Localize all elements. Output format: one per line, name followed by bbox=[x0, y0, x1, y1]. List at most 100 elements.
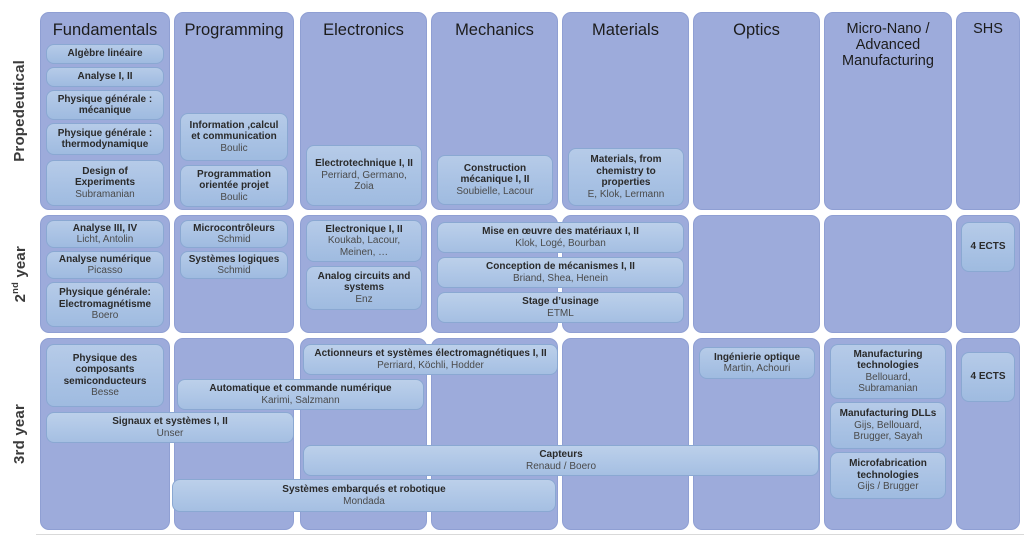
course-box[interactable]: Actionneurs et systèmes électromagnétiqu… bbox=[303, 344, 558, 375]
course-staff: Picasso bbox=[87, 265, 123, 276]
course-box[interactable]: Analyse I, II bbox=[46, 67, 164, 87]
course-title: Actionneurs et systèmes électromagnétiqu… bbox=[314, 348, 547, 359]
course-box[interactable]: Algèbre linéaire bbox=[46, 44, 164, 64]
course-staff: Bellouard, Subramanian bbox=[858, 371, 918, 395]
course-staff: Koukab, Lacour, Meinen, … bbox=[327, 235, 401, 258]
course-box[interactable]: Manufacturing technologies Bellouard, Su… bbox=[830, 344, 946, 399]
course-title: Automatique et commande numérique bbox=[209, 383, 392, 394]
course-title: Stage d’usinage bbox=[522, 296, 599, 307]
course-title: Analyse I, II bbox=[77, 71, 133, 83]
course-title: Signaux et systèmes I, II bbox=[112, 416, 228, 427]
course-box[interactable]: Analog circuits and systems Enz bbox=[306, 266, 422, 310]
cell-year3-materials bbox=[562, 338, 689, 530]
course-box[interactable]: Systèmes embarqués et robotique Mondada bbox=[172, 479, 556, 512]
course-box[interactable]: Signaux et systèmes I, II Unser bbox=[46, 412, 294, 443]
column-header-materials-text: Materials bbox=[592, 21, 659, 39]
course-title: Analyse III, IV bbox=[72, 222, 138, 234]
course-box[interactable]: Electronique I, II Koukab, Lacour, Meine… bbox=[306, 220, 422, 262]
course-box[interactable]: Automatique et commande numérique Karimi… bbox=[177, 379, 424, 410]
course-title: Analog circuits and systems bbox=[317, 270, 411, 294]
course-box[interactable]: Physique générale : mécanique bbox=[46, 90, 164, 120]
course-title: Physique générale : mécanique bbox=[57, 93, 153, 117]
course-title: Analyse numérique bbox=[58, 253, 152, 265]
course-box[interactable]: Physique générale: Electromagnétisme Boe… bbox=[46, 282, 164, 327]
course-box[interactable]: Materials, from chemistry to properties … bbox=[568, 148, 684, 206]
course-title: Ingénierie optique bbox=[713, 351, 801, 363]
course-title: Capteurs bbox=[539, 449, 583, 460]
course-title: Construction mécanique I, II bbox=[460, 162, 530, 186]
course-staff: Licht, Antolin bbox=[76, 234, 134, 245]
course-staff: Martin, Achouri bbox=[723, 363, 791, 374]
course-box[interactable]: Capteurs Renaud / Boero bbox=[303, 445, 819, 476]
course-box-ects[interactable]: 4 ECTS bbox=[961, 222, 1015, 272]
course-box[interactable]: Analyse numérique Picasso bbox=[46, 251, 164, 279]
course-title: Electronique I, II bbox=[325, 223, 403, 235]
course-title: Physique des composants semiconducteurs bbox=[63, 352, 147, 387]
course-box[interactable]: Electrotechnique I, II Perriard, Germano… bbox=[306, 145, 422, 206]
course-box[interactable]: Manufacturing DLLs Gijs, Bellouard, Brug… bbox=[830, 402, 946, 449]
row-label-3rd-year-text: 3rd year bbox=[10, 404, 28, 464]
course-title: Systèmes logiques bbox=[188, 253, 280, 265]
course-title: Manufacturing technologies bbox=[853, 348, 923, 372]
course-staff: E, Klok, Lermann bbox=[587, 188, 665, 200]
row-label-2nd-year: 2nd year bbox=[0, 215, 38, 333]
course-staff: Gijs, Bellouard, Brugger, Sayah bbox=[853, 419, 923, 443]
course-title: Electrotechnique I, II bbox=[315, 158, 413, 170]
course-title: Manufacturing DLLs bbox=[839, 408, 937, 420]
column-header-fundamentals-text: Fundamentals bbox=[52, 21, 158, 39]
column-header-shs-text: SHS bbox=[973, 21, 1003, 37]
row-label-propedeutical: Propedeutical bbox=[0, 12, 38, 210]
course-box[interactable]: Construction mécanique I, II Soubielle, … bbox=[437, 155, 553, 205]
course-staff: Unser bbox=[156, 427, 184, 439]
row-label-3rd-year: 3rd year bbox=[0, 338, 38, 530]
course-staff: Enz bbox=[355, 293, 373, 305]
course-title: Microfabrication technologies bbox=[849, 458, 927, 481]
course-box[interactable]: Physique générale : thermodynamique bbox=[46, 123, 164, 155]
course-title: Mise en œuvre des matériaux I, II bbox=[482, 226, 639, 237]
course-box[interactable]: Physique des composants semiconducteurs … bbox=[46, 344, 164, 407]
row-label-propedeutical-text: Propedeutical bbox=[10, 60, 28, 162]
column-header-electronics-text: Electronics bbox=[323, 21, 404, 39]
course-box[interactable]: Mise en œuvre des matériaux I, II Klok, … bbox=[437, 222, 684, 253]
course-box[interactable]: Analyse III, IV Licht, Antolin bbox=[46, 220, 164, 248]
course-staff: Boulic bbox=[220, 191, 248, 203]
row-label-2nd-year-suffix: nd bbox=[9, 281, 20, 294]
cell-year2-optics bbox=[693, 215, 820, 333]
row-label-2nd-year-tail: year bbox=[11, 245, 29, 282]
course-staff: Soubielle, Lacour bbox=[456, 185, 534, 197]
course-title: Materials, from chemistry to properties bbox=[590, 154, 662, 188]
column-header-micro-nano: Micro-Nano / Advanced Manufacturing bbox=[824, 12, 952, 210]
course-staff: Klok, Logé, Bourban bbox=[515, 237, 606, 249]
column-header-optics-text: Optics bbox=[733, 21, 780, 39]
course-box[interactable]: Programmation orientée projet Boulic bbox=[180, 165, 288, 207]
column-header-programming-text: Programming bbox=[184, 21, 284, 39]
course-title: Conception de mécanismes I, II bbox=[486, 261, 635, 272]
course-box[interactable]: Microfabrication technologies Gijs / Bru… bbox=[830, 452, 946, 499]
course-box[interactable]: Systèmes logiques Schmid bbox=[180, 251, 288, 279]
cell-year2-micro-nano bbox=[824, 215, 952, 333]
course-box[interactable]: Ingénierie optique Martin, Achouri bbox=[699, 347, 815, 379]
course-title: Physique générale: Electromagnétisme bbox=[58, 287, 152, 310]
course-staff: Karimi, Salzmann bbox=[261, 394, 340, 406]
column-header-mechanics-text: Mechanics bbox=[455, 21, 534, 39]
course-box[interactable]: Microcontrôleurs Schmid bbox=[180, 220, 288, 248]
row-label-2nd-year-number: 2 bbox=[11, 293, 29, 303]
course-box-ects[interactable]: 4 ECTS bbox=[961, 352, 1015, 402]
course-box[interactable]: Information ,calcul et communication Bou… bbox=[180, 113, 288, 161]
course-title: Physique générale : thermodynamique bbox=[57, 127, 153, 151]
course-staff: Schmid bbox=[217, 265, 251, 276]
course-box[interactable]: Design of Experiments Subramanian bbox=[46, 160, 164, 206]
course-box[interactable]: Stage d’usinage ETML bbox=[437, 292, 684, 323]
course-staff: Renaud / Boero bbox=[525, 460, 597, 472]
course-staff: ETML bbox=[547, 307, 574, 319]
course-staff: Boero bbox=[91, 310, 119, 322]
course-staff: Gijs / Brugger bbox=[857, 481, 919, 493]
course-staff: Perriard, Germano, Zoia bbox=[321, 169, 407, 193]
course-staff: Mondada bbox=[343, 495, 385, 507]
course-staff: Subramanian bbox=[75, 188, 135, 200]
course-title: Programmation orientée projet bbox=[197, 168, 271, 192]
row-label-2nd-year-text: 2nd year bbox=[9, 245, 29, 303]
column-header-optics: Optics bbox=[693, 12, 820, 210]
course-box[interactable]: Conception de mécanismes I, II Briand, S… bbox=[437, 257, 684, 288]
